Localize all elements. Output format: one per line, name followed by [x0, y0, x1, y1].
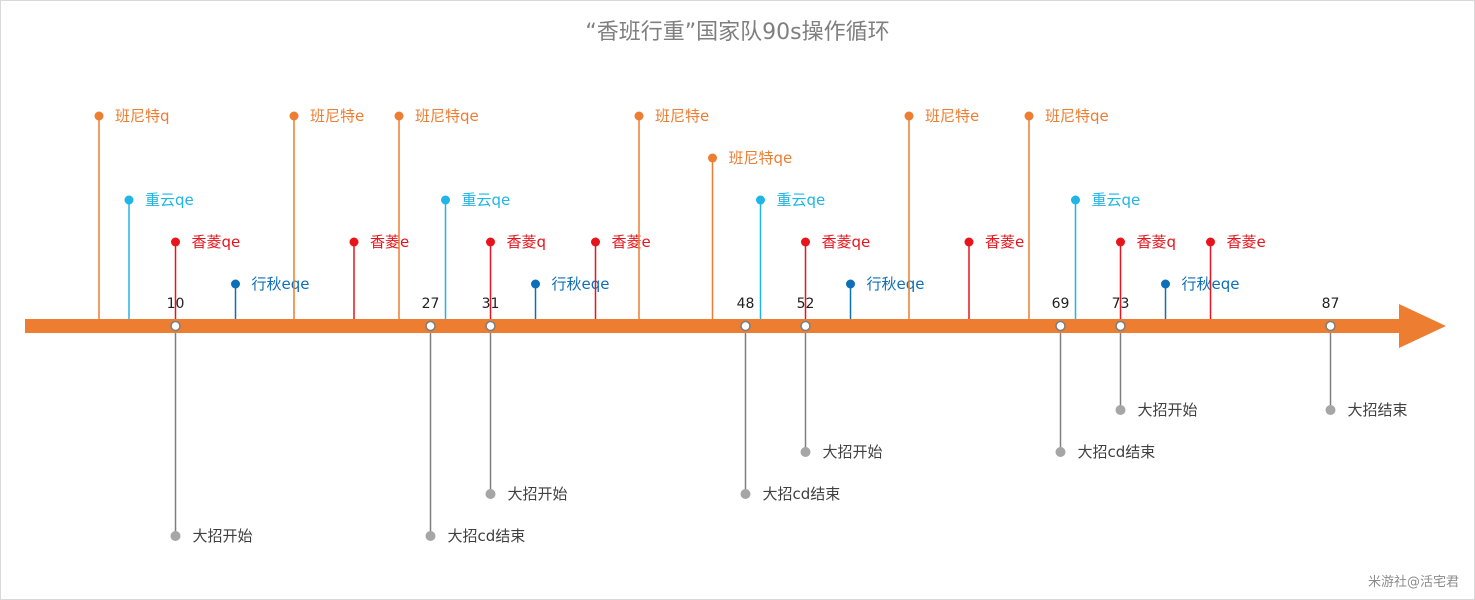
marker-label: 大招结束: [1348, 401, 1408, 419]
diagram-title: “香班行重”国家队90s操作循环: [585, 20, 890, 45]
event-label: 班尼特e: [310, 107, 364, 125]
event-label: 班尼特q: [115, 107, 170, 125]
event-label: 香菱e: [985, 233, 1024, 251]
event-label: 重云qe: [462, 191, 511, 209]
event-label: 重云qe: [1092, 191, 1141, 209]
event-label: 香菱qe: [192, 233, 241, 251]
marker-label: 大招开始: [508, 485, 568, 503]
event-label: 行秋eqe: [552, 275, 610, 293]
tick-label: 27: [422, 296, 440, 312]
marker-label: 大招cd结束: [1078, 443, 1156, 461]
tick-circle: [485, 320, 496, 332]
marker-dot: [485, 489, 496, 499]
event-label: 香菱q: [1137, 233, 1177, 251]
timeline-axis: [25, 319, 1402, 333]
tick-circle: [740, 320, 751, 332]
tick-label: 52: [797, 296, 815, 312]
event-label: 班尼特e: [925, 107, 979, 125]
event-label: 重云qe: [777, 191, 826, 209]
event-dot: [394, 111, 404, 121]
event-dot: [591, 237, 600, 247]
event-dot: [1206, 237, 1215, 247]
marker-label: 大招开始: [823, 443, 883, 461]
tick-label: 87: [1322, 296, 1340, 312]
event-dot: [349, 237, 359, 247]
event-label: 班尼特qe: [415, 107, 479, 125]
tick-circle: [1055, 320, 1066, 332]
event-dot: [846, 279, 855, 289]
event-label: 香菱e: [1227, 233, 1266, 251]
marker-dot: [170, 531, 181, 541]
tick-label: 69: [1052, 296, 1070, 312]
event-label: 香菱e: [612, 233, 651, 251]
marker-label: 大招cd结束: [448, 527, 526, 545]
tick-label: 48: [737, 296, 755, 312]
tick-circle: [425, 320, 436, 332]
tick-label: 73: [1112, 296, 1130, 312]
event-label: 班尼特qe: [1045, 107, 1109, 125]
tick-label: 31: [482, 296, 500, 312]
event-dot: [1116, 237, 1125, 247]
event-dot: [1161, 279, 1170, 289]
event-dot: [964, 237, 974, 247]
marker-dot: [740, 489, 751, 499]
event-dot: [1071, 195, 1080, 205]
event-label: 香菱qe: [822, 233, 871, 251]
event-dot: [289, 111, 299, 121]
event-dot: [171, 237, 180, 247]
event-dot: [441, 195, 450, 205]
marker-dot: [1325, 405, 1336, 415]
event-label: 香菱e: [370, 233, 409, 251]
marker-label: 大招开始: [193, 527, 253, 545]
marker-label: 大招cd结束: [763, 485, 841, 503]
event-dot: [708, 153, 717, 163]
event-dot: [124, 195, 134, 205]
tick-circle: [800, 320, 811, 332]
event-dot: [904, 111, 914, 121]
watermark: 米游社@活宅君: [1367, 575, 1459, 590]
event-dot: [634, 111, 644, 121]
tick-circle: [1115, 320, 1126, 332]
marker-dot: [1055, 447, 1066, 457]
marker-dot: [1115, 405, 1126, 415]
event-dot: [486, 237, 495, 247]
event-label: 重云qe: [145, 191, 194, 209]
event-dot: [801, 237, 810, 247]
event-dot: [756, 195, 765, 205]
marker-label: 大招开始: [1138, 401, 1198, 419]
event-dot: [531, 279, 540, 289]
tick-circle: [1325, 320, 1336, 332]
tick-circle: [170, 320, 181, 332]
event-label: 香菱q: [507, 233, 547, 251]
event-dot: [1024, 111, 1034, 121]
tick-label: 10: [167, 296, 185, 312]
marker-dot: [800, 447, 811, 457]
marker-dot: [425, 531, 436, 541]
event-label: 行秋eqe: [867, 275, 925, 293]
event-dot: [231, 279, 240, 289]
timeline-arrowhead: [1399, 304, 1446, 348]
event-label: 班尼特qe: [729, 149, 793, 167]
event-dot: [94, 111, 104, 121]
event-label: 班尼特e: [655, 107, 709, 125]
event-label: 行秋eqe: [252, 275, 310, 293]
